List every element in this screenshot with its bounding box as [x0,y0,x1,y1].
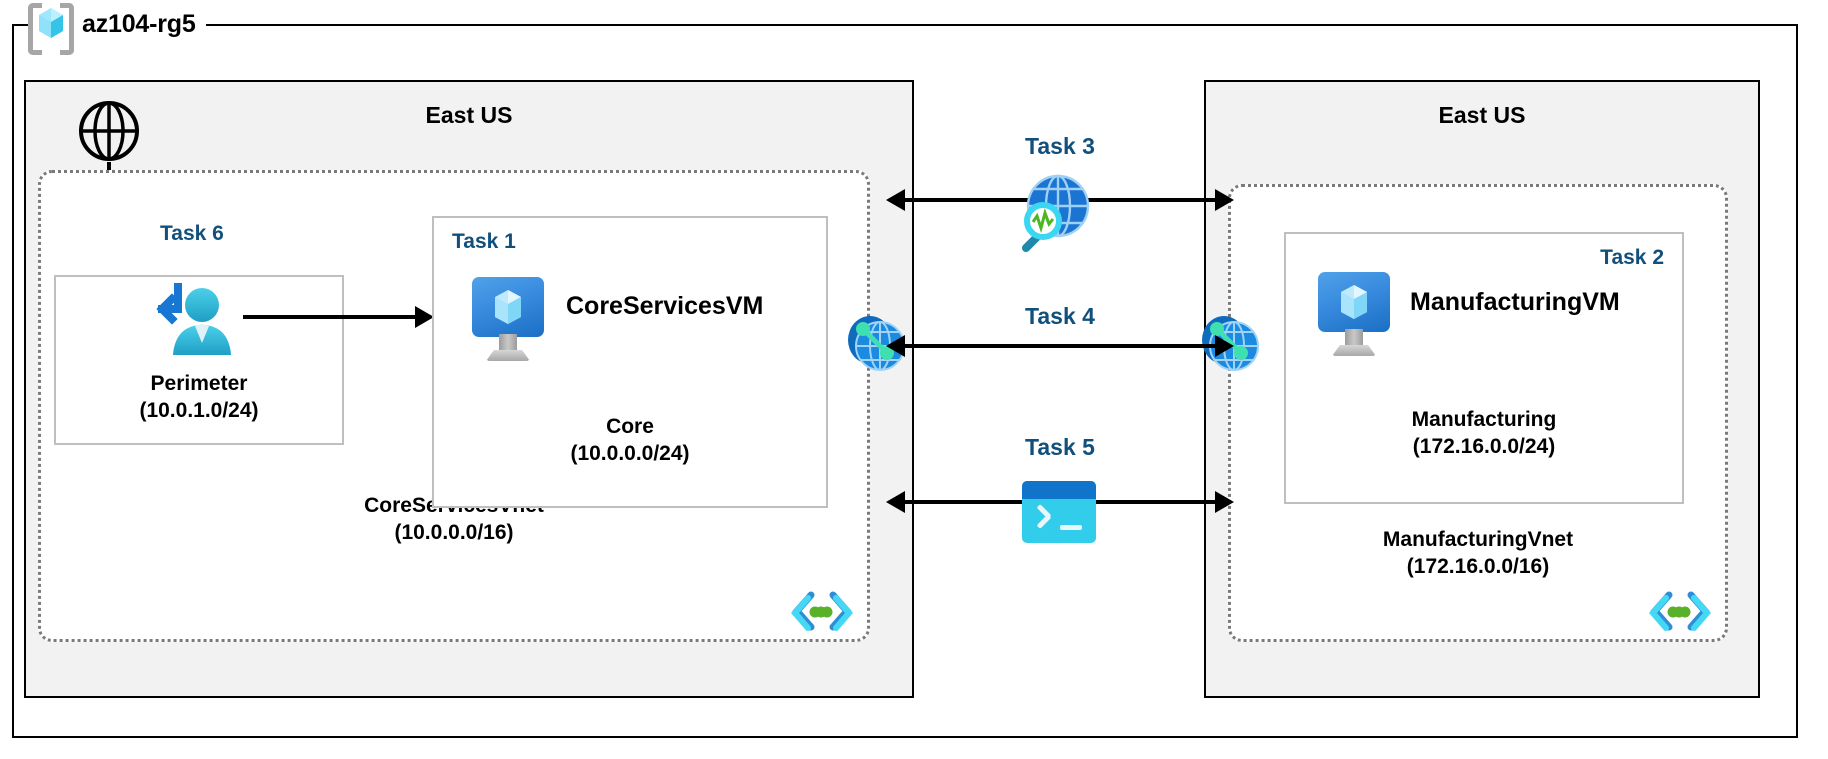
azure-resource-group-icon [28,0,74,55]
code-brackets-icon [791,589,853,633]
vnet-manufacturing-caption: ManufacturingVnet (172.16.0.0/16) [1231,527,1725,581]
vnet-coreservices-cidr: (10.0.0.0/16) [394,520,514,544]
subnet-perimeter-name: Perimeter [150,372,248,395]
perimeter-to-core-arrowhead [415,306,434,328]
task-tag-2: Task 2 [1600,246,1664,269]
region-label-right: East US [1438,102,1526,128]
subnet-core-caption: Core (10.0.0.0/24) [434,413,826,468]
task-label-5: Task 5 [1025,434,1095,460]
task-tag-1: Task 1 [452,230,516,253]
task-label-3: Task 3 [1025,133,1095,159]
task4-connector-line [900,344,1220,348]
subnet-manufacturing-name: Manufacturing [1411,408,1557,431]
region-label-left: East US [425,102,513,128]
task5-arrowhead-right [1215,491,1234,513]
subnet-perimeter-cidr: (10.0.1.0/24) [139,399,259,423]
globe-icon [78,100,140,162]
vm-label-coreservices: CoreServicesVM [566,292,764,320]
virtual-machine-icon-manufacturing [1318,272,1390,358]
vnet-manufacturing-cidr: (172.16.0.0/16) [1406,554,1550,578]
subnet-manufacturing-cidr: (172.16.0.0/24) [1412,435,1556,459]
vm-label-manufacturing: ManufacturingVM [1410,288,1620,316]
task4-arrowhead-left [886,335,905,357]
vnet-manufacturing-name: ManufacturingVnet [1382,528,1574,551]
virtual-machine-icon-core [472,277,544,363]
task-tag-6: Task 6 [160,222,224,245]
subnet-core: Task 1 Core (10.0.0.0/24) [432,216,828,508]
network-watcher-icon [1008,168,1096,256]
subnet-core-cidr: (10.0.0.0/24) [570,442,690,466]
code-brackets-icon-right [1649,589,1711,633]
resource-group-header: az104-rg5 [28,0,206,55]
subnet-perimeter-caption: Perimeter (10.0.1.0/24) [56,370,342,425]
task3-arrowhead-left [886,189,905,211]
task-label-4: Task 4 [1025,303,1095,329]
cloud-shell-icon [1022,481,1096,543]
vnet-peering-icon-left [842,310,910,378]
resource-group-name: az104-rg5 [82,9,196,38]
perimeter-to-core-line [243,315,418,319]
subnet-manufacturing-caption: Manufacturing (172.16.0.0/24) [1286,406,1682,461]
task5-arrowhead-left [886,491,905,513]
bastion-user-icon [148,283,244,361]
subnet-core-name: Core [606,415,654,438]
task4-arrowhead-right [1215,335,1234,357]
task3-arrowhead-right [1215,189,1234,211]
